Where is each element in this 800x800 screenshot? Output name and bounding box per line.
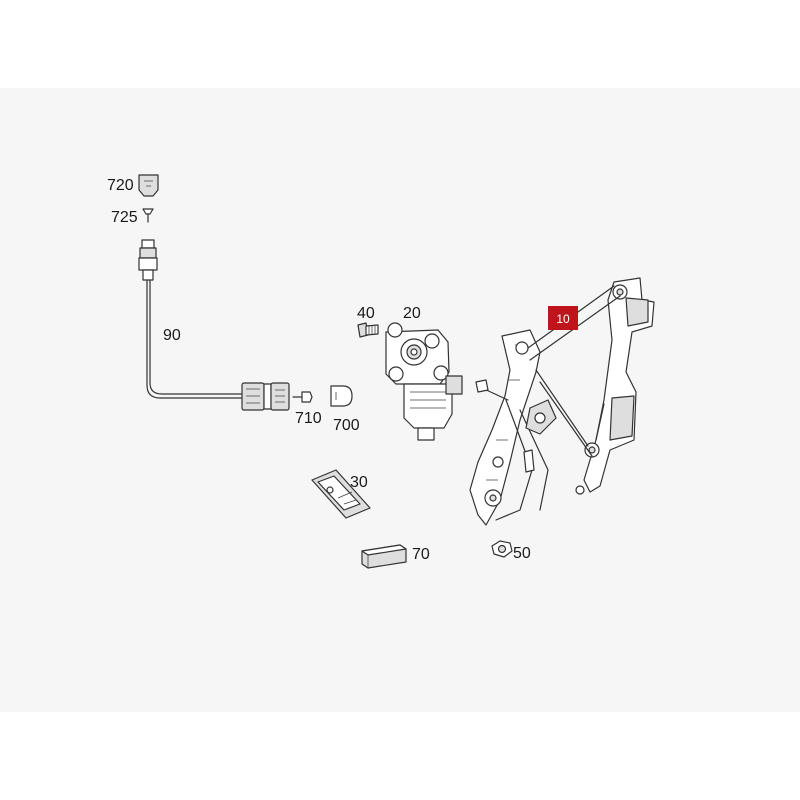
label-50: 50: [513, 545, 531, 562]
part-40-bolt[interactable]: [357, 322, 379, 338]
part-710-screw[interactable]: [292, 391, 313, 403]
label-700: 700: [333, 417, 360, 434]
label-10-highlight-box: [548, 306, 578, 330]
label-725: 725: [111, 209, 138, 226]
label-40: 40: [357, 305, 375, 322]
part-700-bracket[interactable]: [330, 385, 353, 407]
label-10: 10: [556, 312, 570, 326]
part-725-pin[interactable]: [142, 208, 154, 223]
label-90: 90: [163, 327, 181, 344]
part-10-window-regulator[interactable]: [469, 277, 655, 526]
label-720: 720: [107, 177, 134, 194]
diagram-panel: [0, 88, 800, 712]
part-30-bracket-plate[interactable]: [311, 469, 371, 519]
label-710: 710: [295, 410, 322, 427]
label-20: 20: [403, 305, 421, 322]
part-50-nut[interactable]: [491, 540, 513, 558]
part-70-block[interactable]: [361, 544, 407, 569]
part-720-connector-cap[interactable]: [138, 174, 159, 197]
label-30: 30: [350, 474, 368, 491]
label-70: 70: [412, 546, 430, 563]
part-90-wiring-harness[interactable]: [138, 239, 290, 411]
part-20-window-motor[interactable]: [385, 322, 463, 441]
